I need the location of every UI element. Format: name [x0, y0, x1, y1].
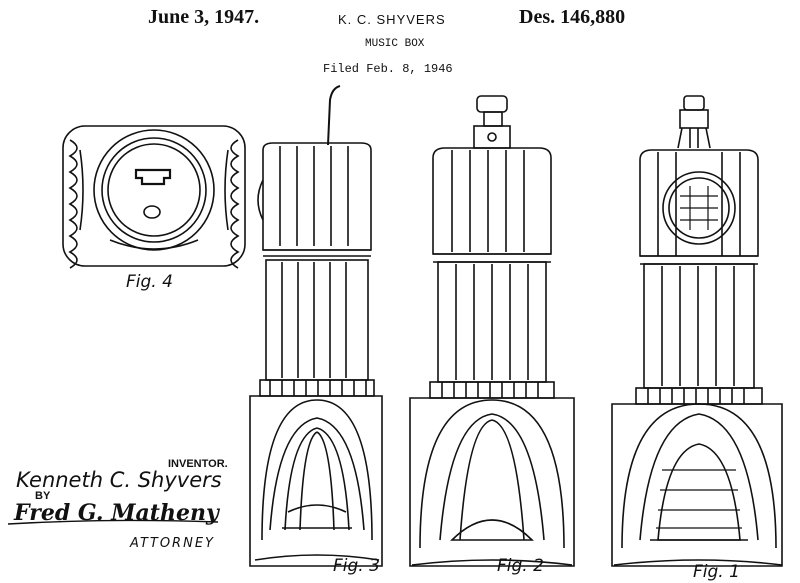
patent-number: Des. 146,880 [519, 6, 626, 28]
patent-date: June 3, 1947. [148, 6, 260, 28]
fig2-caption: Fig. 2 [497, 556, 544, 576]
fig4-caption: Fig. 4 [126, 272, 173, 292]
filing-date: Filed Feb. 8, 1946 [323, 62, 453, 76]
attorney-label: ATTORNEY [130, 536, 215, 551]
patent-title: MUSIC BOX [365, 38, 425, 50]
inventor-label: INVENTOR. [168, 458, 228, 470]
fig4-drawing [62, 125, 246, 269]
inventor-name: Kenneth C. Shyvers [16, 468, 222, 492]
fig1-caption: Fig. 1 [693, 562, 740, 582]
attorney-name: Fred G. Matheny [14, 500, 219, 526]
inventor-header: K. C. SHYVERS [338, 12, 446, 27]
fig2-drawing [409, 95, 575, 567]
fig1-drawing [611, 95, 783, 567]
by-label: BY [35, 490, 51, 502]
fig3-drawing [249, 85, 383, 567]
fig3-caption: Fig. 3 [333, 556, 380, 576]
